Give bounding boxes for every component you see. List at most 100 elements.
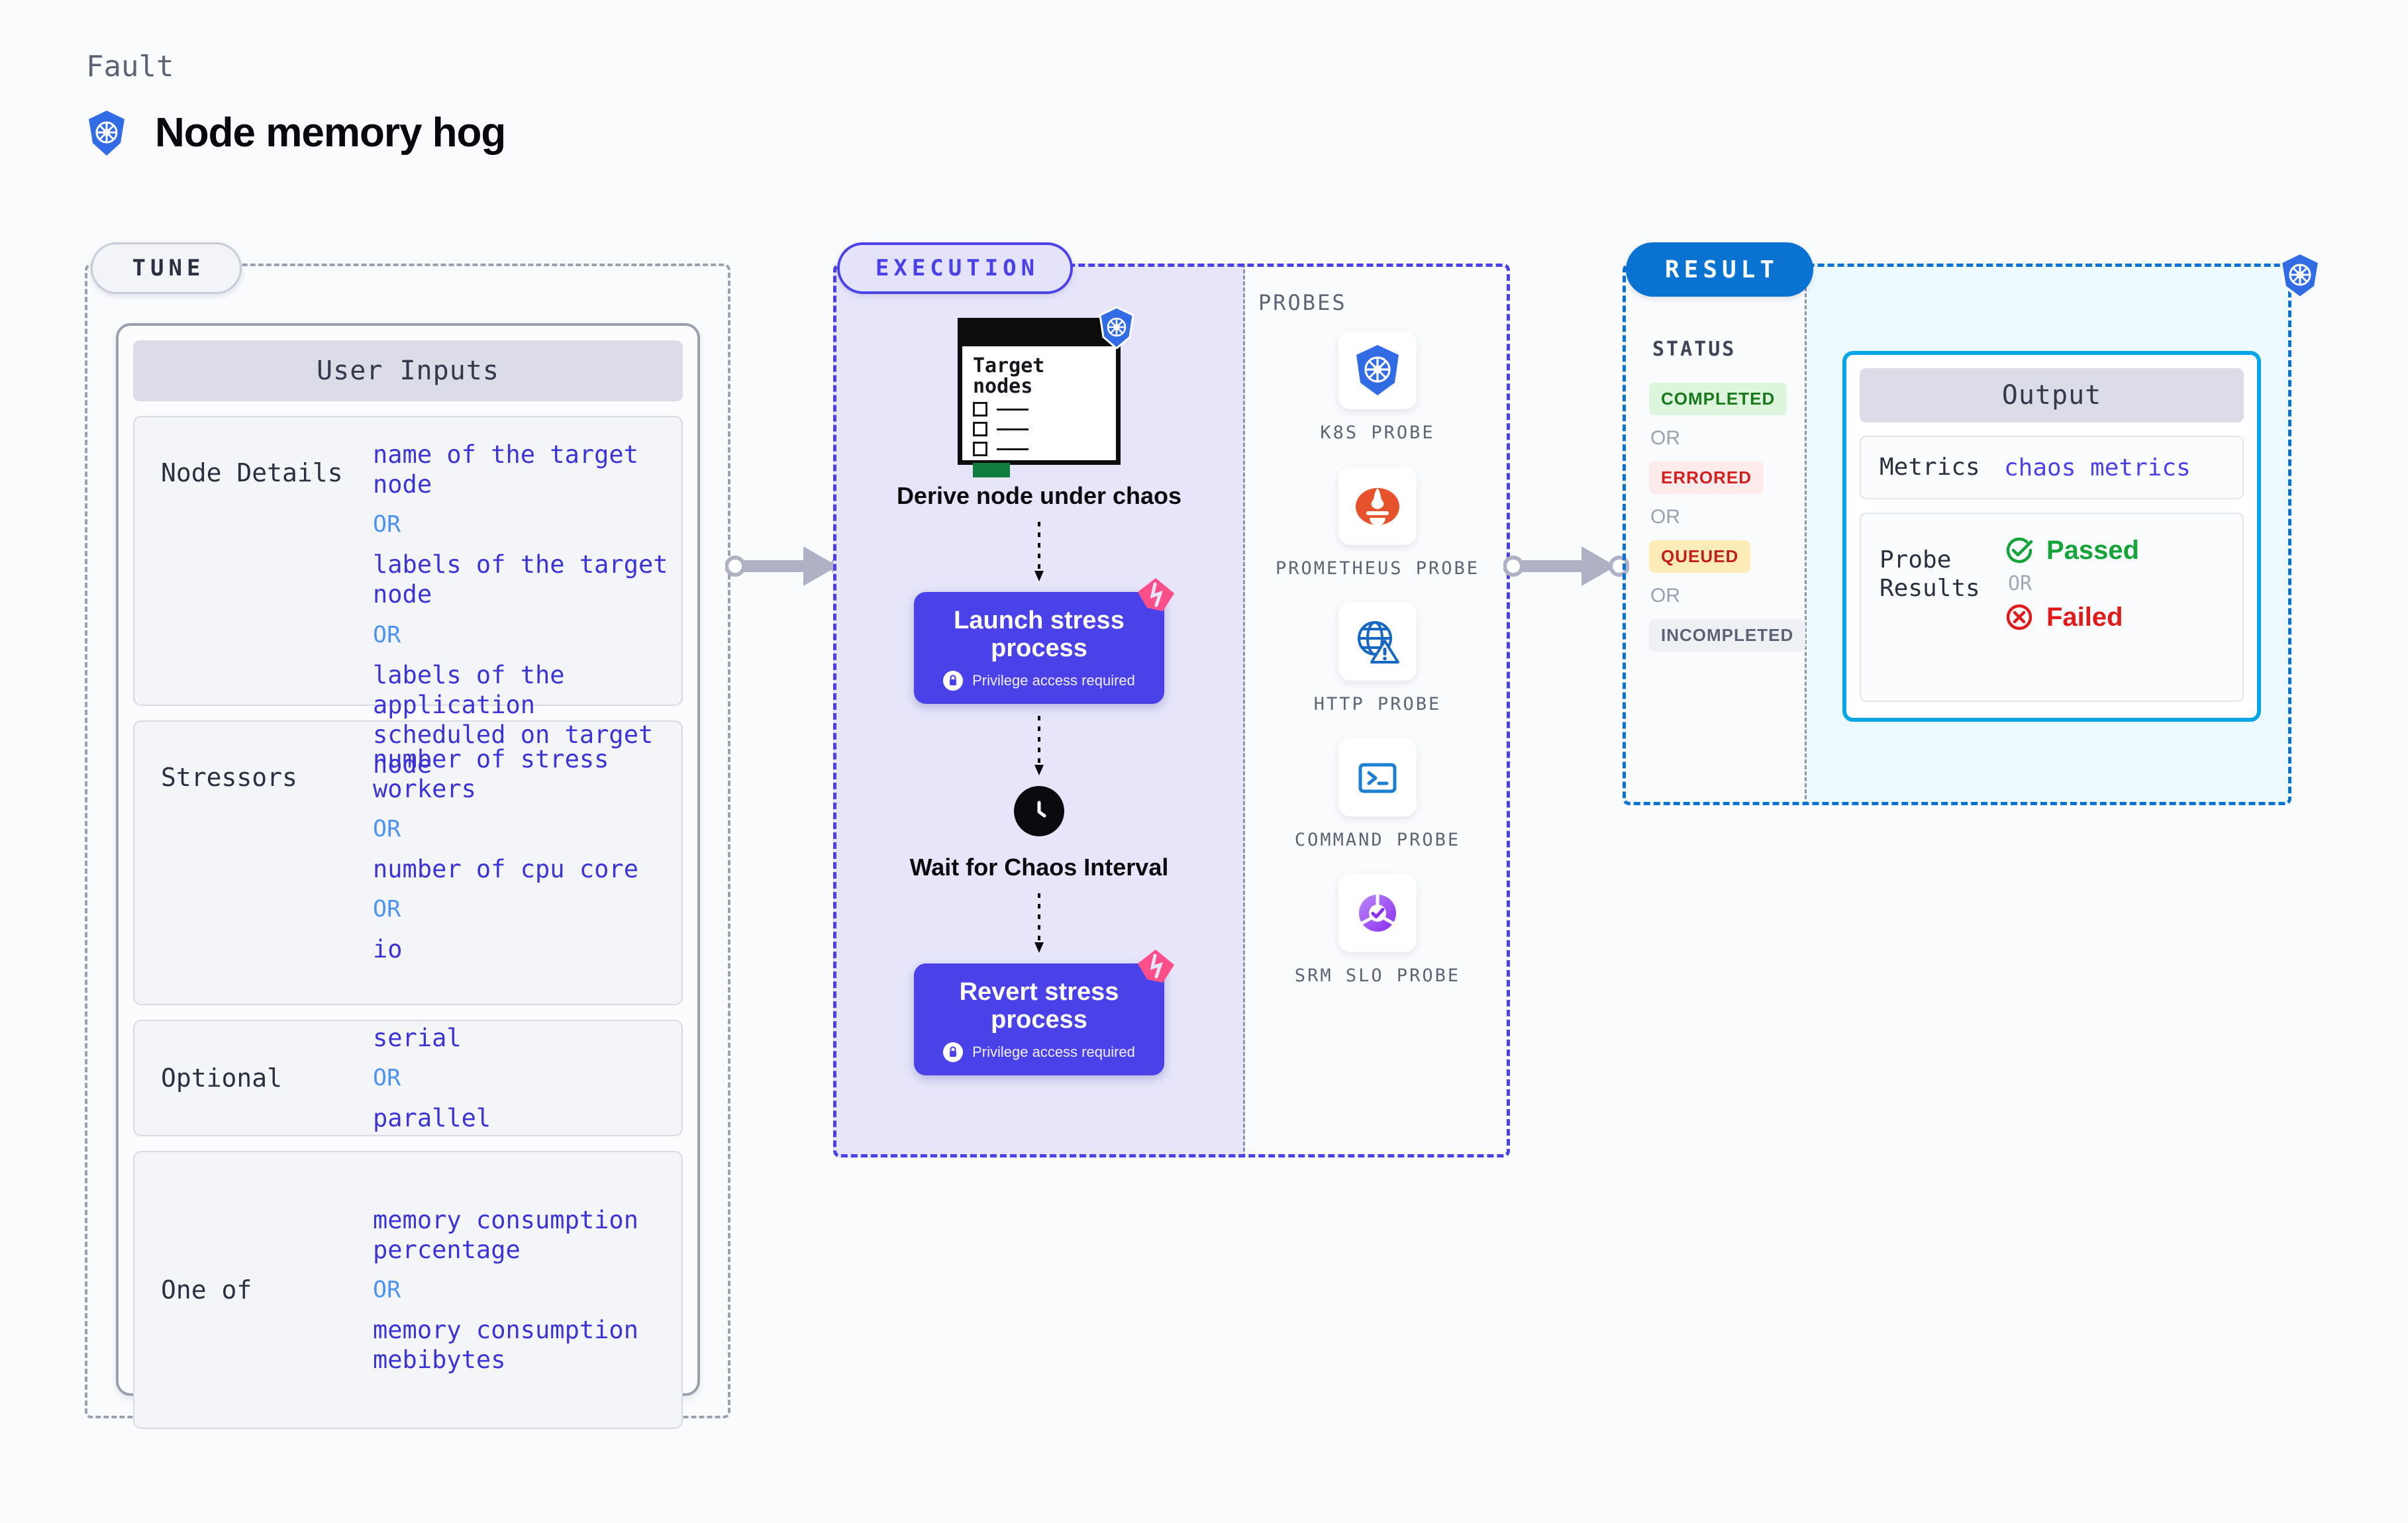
row-value: number of cpu core <box>373 855 638 884</box>
fault-title-row: Node memory hog <box>86 109 506 156</box>
lock-icon <box>943 1042 964 1062</box>
step-title: Revert stress process <box>959 977 1119 1034</box>
check-circle-icon <box>2006 537 2033 564</box>
connector-execution-to-result <box>1503 546 1629 586</box>
status-badge-errored: ERRORED <box>1649 462 1764 494</box>
row-value: labels of the application scheduled on t… <box>373 660 654 779</box>
step-launch-stress-process[interactable]: Launch stress process Privilege access r… <box>914 577 1174 704</box>
status-title: STATUS <box>1652 338 1736 361</box>
output-card: Output Metrics chaos metrics Probe Resul… <box>1842 351 2261 722</box>
probe-item-prometheus[interactable]: PROMETHEUS PROBE <box>1276 467 1480 580</box>
output-row-probe-results[interactable]: Probe Results Passed OR Failed <box>1860 513 2244 702</box>
checklist-line <box>973 422 1105 437</box>
row-label: Stressors <box>161 763 297 792</box>
execution-section-pill[interactable]: EXECUTION <box>837 242 1073 294</box>
or-separator: OR <box>373 816 401 843</box>
or-separator: OR <box>2008 572 2032 595</box>
result-section-boundary <box>1623 264 2291 805</box>
or-separator: OR <box>373 1065 401 1091</box>
input-row-stressors[interactable]: Stressors number of stress workers OR nu… <box>133 720 683 1005</box>
status-badge-incompleted: INCOMPLETED <box>1649 619 1806 652</box>
output-header: Output <box>1860 368 2244 422</box>
row-value: serial <box>373 1023 462 1052</box>
probe-result-passed: Passed <box>2004 535 2139 565</box>
litmus-chaos-icon <box>1136 949 1175 986</box>
row-value: memory consumption mebibytes <box>373 1316 638 1375</box>
row-label: Optional <box>161 1063 283 1093</box>
or-separator: OR <box>373 896 401 923</box>
row-value: chaos metrics <box>2004 454 2191 481</box>
output-row-metrics[interactable]: Metrics chaos metrics <box>1860 436 2244 499</box>
user-inputs-header: User Inputs <box>133 340 683 401</box>
probes-section-label: PROBES <box>1258 290 1347 315</box>
row-label: Probe Results <box>1880 546 1980 603</box>
row-value: memory consumption percentage <box>373 1205 638 1264</box>
checklist-line <box>973 402 1105 417</box>
flow-arrow-down <box>1034 715 1044 775</box>
kubernetes-icon <box>1097 306 1136 352</box>
row-label: Node Details <box>161 458 343 487</box>
result-section-pill[interactable]: RESULT <box>1626 242 1813 297</box>
probe-label: K8S PROBE <box>1320 422 1435 443</box>
terminal-icon <box>1338 738 1417 817</box>
input-row-node-details[interactable]: Node Details name of the target node OR … <box>133 416 683 779</box>
or-separator: OR <box>373 1277 401 1303</box>
probe-item-http[interactable]: HTTP PROBE <box>1314 603 1442 716</box>
row-value: name of the target node <box>373 440 638 499</box>
globe-warning-icon <box>1338 603 1417 681</box>
input-row-one-of[interactable]: One of memory consumption percentage OR … <box>133 1151 683 1429</box>
probe-item-command[interactable]: COMMAND PROBE <box>1295 738 1460 852</box>
or-separator: OR <box>1650 585 1680 607</box>
row-label: One of <box>161 1275 252 1304</box>
input-row-optional[interactable]: Optional serial OR parallel <box>133 1020 683 1136</box>
probe-item-k8s[interactable]: K8S PROBE <box>1320 331 1434 444</box>
page-title: Node memory hog <box>155 110 506 156</box>
row-value: io <box>373 935 403 964</box>
probe-item-srm-slo[interactable]: SRM SLO PROBE <box>1295 874 1460 987</box>
target-nodes-title: Target nodes <box>973 354 1045 399</box>
probes-list: K8S PROBE PROMETHEUS PROBE <box>1258 331 1497 987</box>
kubernetes-icon <box>1338 331 1417 409</box>
probe-label: COMMAND PROBE <box>1294 830 1461 851</box>
connector-tune-to-execution <box>725 546 851 586</box>
step-caption-wait: Wait for Chaos Interval <box>909 853 1169 881</box>
execution-section-boundary <box>833 264 1510 1157</box>
execution-flow: Target nodes Derive node under chaos <box>833 306 1245 1075</box>
card-titlebar <box>962 322 1116 346</box>
flow-arrow-down <box>1034 521 1044 581</box>
slo-donut-check-icon <box>1338 874 1417 953</box>
fault-eyebrow: Fault <box>86 50 174 83</box>
privilege-note: Privilege access required <box>921 1042 1158 1062</box>
privilege-note: Privilege access required <box>921 670 1158 691</box>
row-value: number of stress workers <box>373 745 609 804</box>
row-value: parallel <box>373 1104 491 1132</box>
kubernetes-icon <box>2278 251 2322 302</box>
or-separator: OR <box>373 511 401 538</box>
passed-label: Passed <box>2046 535 2140 565</box>
probe-label: HTTP PROBE <box>1313 694 1442 715</box>
row-value: labels of the target node <box>373 550 668 609</box>
user-inputs-card: User Inputs Node Details name of the tar… <box>116 323 700 1429</box>
clock-icon <box>1014 785 1064 836</box>
status-badge-completed: COMPLETED <box>1649 383 1787 415</box>
probe-label: SRM SLO PROBE <box>1294 965 1461 987</box>
target-nodes-card: Target nodes <box>958 306 1134 478</box>
step-revert-stress-process[interactable]: Revert stress process Privilege access r… <box>914 949 1174 1075</box>
checklist-line <box>973 442 1105 457</box>
privilege-text: Privilege access required <box>972 671 1135 689</box>
status-list: COMPLETED OR ERRORED OR QUEUED OR INCOMP… <box>1649 383 1806 652</box>
progress-bar <box>973 463 1010 478</box>
litmus-chaos-icon <box>1136 577 1175 614</box>
probe-result-failed: Failed <box>2004 602 2139 632</box>
privilege-text: Privilege access required <box>972 1043 1135 1060</box>
status-column-divider <box>1623 264 1807 805</box>
probe-label: PROMETHEUS PROBE <box>1275 558 1480 579</box>
row-label: Metrics <box>1880 454 1980 481</box>
prometheus-icon <box>1338 467 1417 546</box>
failed-label: Failed <box>2046 602 2123 632</box>
tune-section-pill[interactable]: TUNE <box>91 242 242 294</box>
or-separator: OR <box>373 621 401 648</box>
or-separator: OR <box>1650 506 1680 528</box>
status-badge-queued: QUEUED <box>1649 540 1751 573</box>
